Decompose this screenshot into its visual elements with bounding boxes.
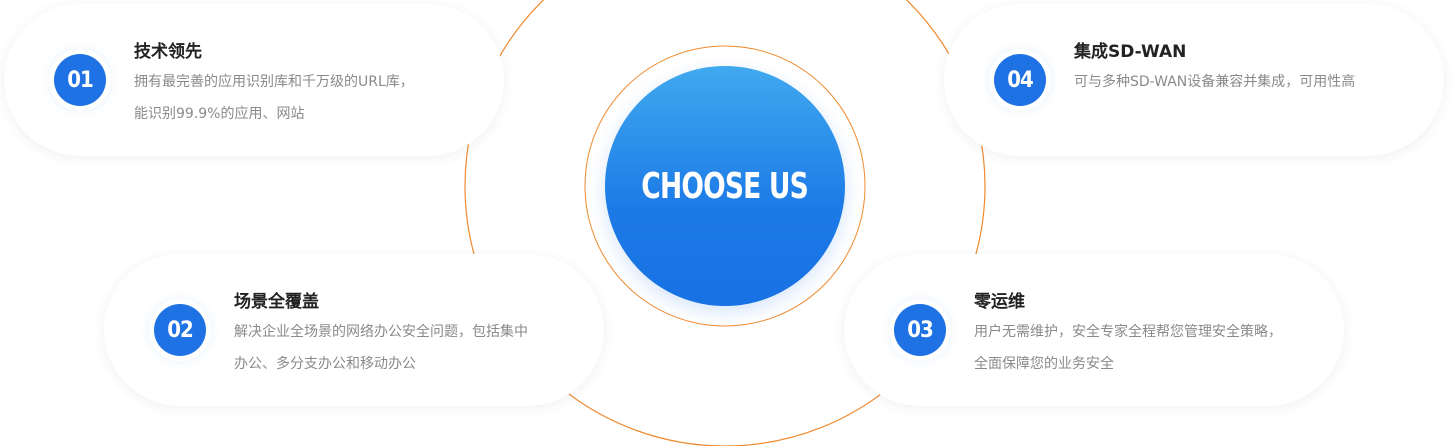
choose-us-label: CHOOSE US bbox=[641, 165, 810, 207]
feature-description-line: 办公、多分支办公和移动办公 bbox=[234, 356, 416, 372]
feature-description-line: 用户无需维护，安全专家全程帮您管理安全策略， bbox=[974, 324, 1282, 340]
feature-title: 集成SD-WAN bbox=[1074, 42, 1187, 62]
feature-description-line: 全面保障您的业务安全 bbox=[974, 356, 1114, 372]
feature-description-line: 可与多种SD-WAN设备兼容并集成，可用性高 bbox=[1074, 74, 1356, 90]
feature-number-badge: 02 bbox=[154, 304, 206, 356]
feature-description: 可与多种SD-WAN设备兼容并集成，可用性高 bbox=[1074, 74, 1414, 101]
feature-title: 技术领先 bbox=[134, 42, 202, 62]
choose-us-circle: CHOOSE US bbox=[605, 66, 845, 306]
feature-description: 用户无需维护，安全专家全程帮您管理安全策略， 全面保障您的业务安全 bbox=[974, 324, 1314, 383]
feature-title: 场景全覆盖 bbox=[234, 292, 319, 312]
feature-title: 零运维 bbox=[974, 292, 1025, 312]
feature-card-zero-ops: 03 零运维 用户无需维护，安全专家全程帮您管理安全策略， 全面保障您的业务安全 bbox=[844, 254, 1344, 406]
feature-description: 解决企业全场景的网络办公安全问题，包括集中 办公、多分支办公和移动办公 bbox=[234, 324, 574, 383]
feature-description-line: 拥有最完善的应用识别库和千万级的URL库， bbox=[134, 74, 414, 90]
feature-card-tech-leading: 01 技术领先 拥有最完善的应用识别库和千万级的URL库， 能识别99.9%的应… bbox=[4, 4, 504, 156]
feature-number-badge: 04 bbox=[994, 54, 1046, 106]
feature-description: 拥有最完善的应用识别库和千万级的URL库， 能识别99.9%的应用、网站 bbox=[134, 74, 474, 133]
feature-description-line: 解决企业全场景的网络办公安全问题，包括集中 bbox=[234, 324, 528, 340]
feature-description-line: 能识别99.9%的应用、网站 bbox=[134, 106, 305, 122]
feature-number-badge: 01 bbox=[54, 54, 106, 106]
feature-card-full-scenario: 02 场景全覆盖 解决企业全场景的网络办公安全问题，包括集中 办公、多分支办公和… bbox=[104, 254, 604, 406]
feature-number-badge: 03 bbox=[894, 304, 946, 356]
feature-card-sd-wan: 04 集成SD-WAN 可与多种SD-WAN设备兼容并集成，可用性高 bbox=[944, 4, 1444, 156]
